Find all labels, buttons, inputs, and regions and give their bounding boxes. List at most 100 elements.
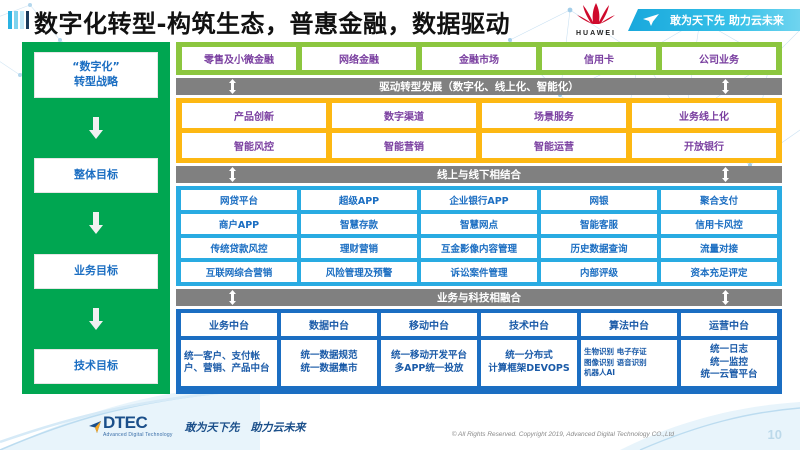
overall-goal-item[interactable]: 智能营销 (332, 133, 476, 158)
business-line-item[interactable]: 零售及小微金融 (182, 47, 296, 70)
tech-goal-header[interactable]: 移动中台 (381, 313, 477, 336)
overall-goals-row: 智能风控 智能营销 智能运营 开放银行 (182, 133, 776, 158)
overall-goal-item[interactable]: 智能运营 (482, 133, 626, 158)
dtec-logo: DTEC Advanced Digital Technology 敢为天下先 助… (88, 414, 306, 438)
slide-footer: DTEC Advanced Digital Technology 敢为天下先 助… (0, 394, 800, 450)
paper-plane-icon (643, 14, 659, 26)
tech-goal-header[interactable]: 业务中台 (181, 313, 277, 336)
business-goal-item[interactable]: 智慧网点 (421, 214, 537, 234)
business-goal-item[interactable]: 企业银行APP (421, 190, 537, 210)
business-goal-item[interactable]: 智慧存款 (301, 214, 417, 234)
overall-goal-item[interactable]: 场景服务 (482, 103, 626, 128)
slogan-banner: 敢为天下先 助力云未来 (628, 9, 800, 31)
copyright-text: © All Rights Reserved. Copyright 2019, A… (451, 431, 674, 438)
up-down-arrow-icon (229, 290, 236, 305)
business-goal-item[interactable]: 智能客服 (541, 214, 657, 234)
business-goal-item[interactable]: 聚合支付 (661, 190, 777, 210)
business-goal-item[interactable]: 内部评级 (541, 262, 657, 282)
overall-goals-band: 产品创新 数字渠道 场景服务 业务线上化 智能风控 智能营销 智能运营 开放银行 (176, 98, 782, 163)
overall-goals-row: 产品创新 数字渠道 场景服务 业务线上化 (182, 103, 776, 128)
title-accent-icon (8, 11, 30, 29)
up-down-arrow-icon (229, 79, 236, 94)
separator-online-offline: 线上与线下相结合 (176, 166, 782, 183)
up-down-arrow-icon (722, 79, 729, 94)
tech-goal-header[interactable]: 数据中台 (281, 313, 377, 336)
tech-goal-content-line: 统一数据规范 (300, 350, 358, 362)
tech-goal-content-line: 计算框架DEVOPS (488, 363, 570, 374)
arrow-down-icon (89, 212, 103, 235)
business-line-item[interactable]: 信用卡 (542, 47, 656, 70)
business-goal-item[interactable]: 诉讼案件管理 (421, 262, 537, 282)
business-goal-item[interactable]: 流量对接 (661, 238, 777, 258)
business-goals-band: 网贷平台 超级APP 企业银行APP 网银 聚合支付 商户APP 智慧存款 智慧… (176, 186, 782, 286)
business-goals-row: 网贷平台 超级APP 企业银行APP 网银 聚合支付 (181, 190, 777, 210)
up-down-arrow-icon (722, 290, 729, 305)
business-goal-item[interactable]: 商户APP (181, 214, 297, 234)
slide-header: 数字化转型-构筑生态，普惠金融，数据驱动 HUAWEI 敢为天下先 助力云未来 (0, 0, 800, 40)
business-goal-item[interactable]: 网银 (541, 190, 657, 210)
business-goal-item[interactable]: 超级APP (301, 190, 417, 210)
arrow-down-icon (89, 307, 103, 330)
huawei-wordmark: HUAWEI (576, 30, 616, 37)
overall-goal-item[interactable]: 智能风控 (182, 133, 326, 158)
business-goal-item[interactable]: 互金影像内容管理 (421, 238, 537, 258)
tech-goal-content-line: 生物识别 电子存证 (584, 347, 647, 357)
business-lines-band: 零售及小微金融 网络金融 金融市场 信用卡 公司业务 (176, 42, 782, 75)
up-down-arrow-icon (722, 167, 729, 182)
tech-goal-content-line: 图像识别 语音识别 (584, 357, 647, 367)
tech-goal-content-line: 多APP统一投放 (394, 363, 464, 374)
business-goals-row: 商户APP 智慧存款 智慧网点 智能客服 信用卡风控 (181, 214, 777, 234)
business-line-item[interactable]: 公司业务 (662, 47, 776, 70)
strategy-step-technology[interactable]: 技术目标 (34, 349, 158, 384)
tech-goal-content-line: 统一监控 (709, 356, 748, 368)
page-title: 数字化转型-构筑生态，普惠金融，数据驱动 (34, 10, 510, 38)
strategy-column: “数字化” 转型战略 整体目标 业务目标 技术目标 (22, 42, 170, 394)
page-number: 10 (767, 427, 782, 442)
overall-goal-item[interactable]: 开放银行 (632, 133, 776, 158)
tech-goal-content-line: 统一移动开发平台 (390, 350, 467, 362)
tech-goal-content[interactable]: 统一客户、支付帐户、营销、产品中台 (181, 340, 277, 386)
tech-goal-header[interactable]: 算法中台 (581, 313, 677, 336)
tech-goal-header[interactable]: 运营中台 (681, 313, 777, 336)
business-line-item[interactable]: 金融市场 (422, 47, 536, 70)
tech-goal-content-line: 统一数据集市 (300, 363, 358, 374)
business-goal-item[interactable]: 互联网综合营销 (181, 262, 297, 282)
tech-goals-content-row: 统一客户、支付帐户、营销、产品中台 统一数据规范 统一数据集市 统一移动开发平台… (181, 340, 777, 386)
arrow-down-icon (89, 116, 103, 139)
huawei-logo: HUAWEI (568, 2, 624, 38)
tech-goal-content[interactable]: 统一移动开发平台 多APP统一投放 (381, 340, 477, 386)
up-down-arrow-icon (229, 167, 236, 182)
strategy-step-overall[interactable]: 整体目标 (34, 158, 158, 194)
transformation-diagram: “数字化” 转型战略 整体目标 业务目标 技术目标 零售及小微金融 网络金融 金… (22, 42, 782, 394)
business-goal-item[interactable]: 历史数据查询 (541, 238, 657, 258)
overall-goal-item[interactable]: 数字渠道 (332, 103, 476, 128)
overall-goal-item[interactable]: 业务线上化 (632, 103, 776, 128)
business-goals-row: 传统贷款风控 理财营销 互金影像内容管理 历史数据查询 流量对接 (181, 238, 777, 258)
tech-goal-content[interactable]: 统一日志 统一监控 统一云管平台 (681, 340, 777, 386)
overall-goal-item[interactable]: 产品创新 (182, 103, 326, 128)
separator-business-tech-label: 业务与科技相融合 (437, 292, 521, 304)
business-goal-item[interactable]: 资本充足评定 (661, 262, 777, 282)
business-goal-item[interactable]: 网贷平台 (181, 190, 297, 210)
dtec-triangle-icon (89, 421, 101, 433)
business-goal-item[interactable]: 理财营销 (301, 238, 417, 258)
tech-goals-band: 业务中台 数据中台 移动中台 技术中台 算法中台 运营中台 统一客户、支付帐户、… (176, 309, 782, 394)
tech-goal-content-line: 统一日志 (709, 343, 748, 355)
business-goal-item[interactable]: 传统贷款风控 (181, 238, 297, 258)
tech-goal-content-line: 统一分布式 (505, 350, 553, 362)
tech-goal-header[interactable]: 技术中台 (481, 313, 577, 336)
business-goal-item[interactable]: 风险管理及预警 (301, 262, 417, 282)
tech-goal-content[interactable]: 统一分布式 计算框架DEVOPS (481, 340, 577, 386)
tech-goal-content[interactable]: 生物识别 电子存证 图像识别 语音识别 机器人AI (581, 340, 677, 386)
strategy-step-digital[interactable]: “数字化” 转型战略 (34, 52, 158, 98)
strategy-step-business[interactable]: 业务目标 (34, 253, 158, 289)
tech-goals-header-row: 业务中台 数据中台 移动中台 技术中台 算法中台 运营中台 (181, 313, 777, 336)
dtec-tagline: Advanced Digital Technology (103, 432, 173, 438)
banner-slogan: 敢为天下先 助力云未来 (670, 14, 784, 27)
business-goal-item[interactable]: 信用卡风控 (661, 214, 777, 234)
tech-goal-content[interactable]: 统一数据规范 统一数据集市 (281, 340, 377, 386)
business-line-item[interactable]: 网络金融 (302, 47, 416, 70)
separator-drive-label: 驱动转型发展（数字化、线上化、智能化） (379, 81, 579, 93)
strategy-step-digital-line2: 转型战略 (74, 74, 118, 88)
dtec-wordmark: DTEC (103, 413, 148, 432)
